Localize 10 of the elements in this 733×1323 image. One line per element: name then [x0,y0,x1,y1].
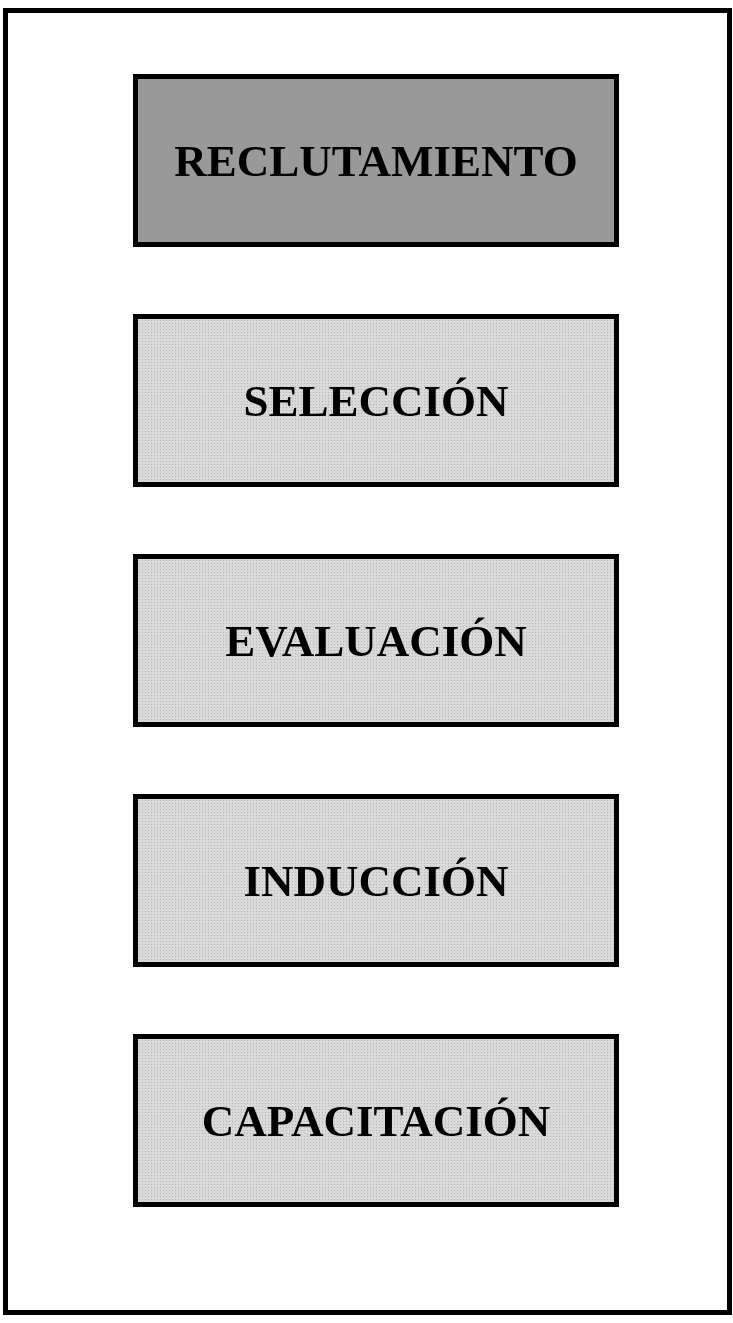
box-label: CAPACITACIÓN [201,1094,551,1147]
process-box [133,1034,619,1207]
process-box [133,74,619,247]
process-box [133,794,619,967]
box-label: INDUCCIÓN [243,854,509,907]
process-box [133,554,619,727]
box-label: EVALUACIÓN [225,614,527,667]
box-label: RECLUTAMIENTO [174,134,578,187]
process-box [133,314,619,487]
box-label: SELECCIÓN [243,374,509,427]
